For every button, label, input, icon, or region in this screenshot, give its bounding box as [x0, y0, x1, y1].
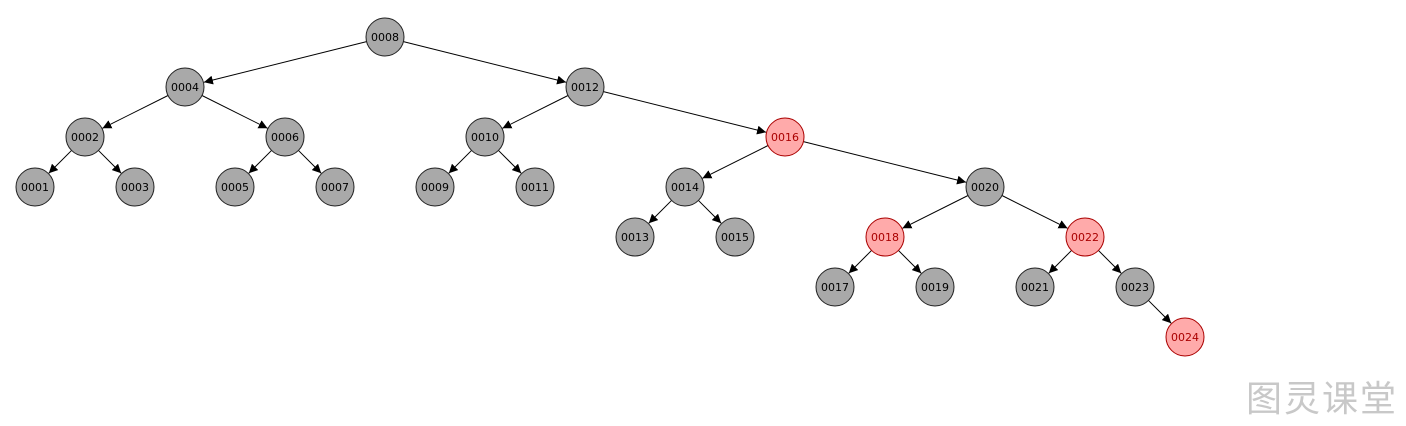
tree-node-0002: 0002 [65, 117, 105, 157]
node-circle-0008 [365, 17, 405, 57]
node-circle-0003 [115, 167, 155, 207]
tree-node-0016: 0016 [765, 117, 805, 157]
node-circle-0018 [865, 217, 905, 257]
node-circle-0015 [715, 217, 755, 257]
edge-0002-0003 [98, 150, 122, 174]
node-label-0013: 0013 [621, 231, 649, 244]
edge-0014-0013 [648, 200, 672, 224]
node-circle-0004 [165, 67, 205, 107]
tree-node-0019: 0019 [915, 267, 955, 307]
node-circle-0014 [665, 167, 705, 207]
tree-node-0014: 0014 [665, 167, 705, 207]
tree-node-0003: 0003 [115, 167, 155, 207]
node-circle-0013 [615, 217, 655, 257]
node-label-0006: 0006 [271, 131, 299, 144]
tree-node-0012: 0012 [565, 67, 605, 107]
node-circle-0023 [1115, 267, 1155, 307]
edge-0023-0024 [1148, 300, 1172, 324]
edge-0010-0011 [498, 150, 522, 174]
tree-node-0022: 0022 [1065, 217, 1105, 257]
node-label-0019: 0019 [921, 281, 949, 294]
edge-0020-0018 [902, 195, 969, 229]
tree-node-0004: 0004 [165, 67, 205, 107]
edge-0016-0014 [702, 145, 769, 179]
tree-node-0023: 0023 [1115, 267, 1155, 307]
edge-0004-0002 [102, 95, 169, 129]
node-circle-0017 [815, 267, 855, 307]
tree-node-0015: 0015 [715, 217, 755, 257]
node-label-0012: 0012 [571, 81, 599, 94]
node-circle-0002 [65, 117, 105, 157]
edge-0016-0020 [803, 141, 967, 185]
edge-0006-0007 [298, 150, 322, 174]
edge-0014-0015 [698, 200, 722, 224]
tree-node-0011: 0011 [515, 167, 555, 207]
tree-node-0008: 0008 [365, 17, 405, 57]
edge-0018-0019 [898, 250, 922, 274]
watermark-logo-text: 图灵课堂 [1245, 379, 1398, 420]
node-label-0015: 0015 [721, 231, 749, 244]
node-label-0022: 0022 [1071, 231, 1099, 244]
edge-0008-0012 [403, 41, 567, 85]
edge-0008-0004 [203, 41, 367, 85]
tree-node-0007: 0007 [315, 167, 355, 207]
node-label-0016: 0016 [771, 131, 799, 144]
node-label-0005: 0005 [221, 181, 249, 194]
tree-node-0021: 0021 [1015, 267, 1055, 307]
node-label-0001: 0001 [21, 181, 49, 194]
node-circle-0001 [15, 167, 55, 207]
edge-0018-0017 [848, 250, 872, 274]
node-circle-0022 [1065, 217, 1105, 257]
edge-0006-0005 [248, 150, 272, 174]
tree-edges [48, 41, 1172, 324]
tree-node-0017: 0017 [815, 267, 855, 307]
tree-node-0009: 0009 [415, 167, 455, 207]
node-label-0023: 0023 [1121, 281, 1149, 294]
node-label-0010: 0010 [471, 131, 499, 144]
node-circle-0019 [915, 267, 955, 307]
node-circle-0020 [965, 167, 1005, 207]
tree-node-0024: 0024 [1165, 317, 1205, 357]
tree-node-0020: 0020 [965, 167, 1005, 207]
edge-0012-0016 [603, 91, 767, 135]
edge-0012-0010 [502, 95, 569, 129]
tree-node-0006: 0006 [265, 117, 305, 157]
edge-0002-0001 [48, 150, 72, 174]
tree-node-0005: 0005 [215, 167, 255, 207]
tree-node-0001: 0001 [15, 167, 55, 207]
node-label-0021: 0021 [1021, 281, 1049, 294]
edge-0022-0021 [1048, 250, 1072, 274]
node-circle-0016 [765, 117, 805, 157]
node-label-0018: 0018 [871, 231, 899, 244]
node-circle-0009 [415, 167, 455, 207]
node-label-0007: 0007 [321, 181, 349, 194]
node-circle-0010 [465, 117, 505, 157]
node-label-0003: 0003 [121, 181, 149, 194]
node-label-0014: 0014 [671, 181, 699, 194]
node-label-0011: 0011 [521, 181, 549, 194]
node-circle-0011 [515, 167, 555, 207]
node-label-0024: 0024 [1171, 331, 1199, 344]
tree-node-0013: 0013 [615, 217, 655, 257]
node-label-0017: 0017 [821, 281, 849, 294]
tree-node-0018: 0018 [865, 217, 905, 257]
node-circle-0021 [1015, 267, 1055, 307]
node-label-0020: 0020 [971, 181, 999, 194]
node-circle-0012 [565, 67, 605, 107]
node-label-0009: 0009 [421, 181, 449, 194]
edge-0022-0023 [1098, 250, 1122, 274]
node-label-0004: 0004 [171, 81, 199, 94]
tree-nodes: 0008 0004 0012 0002 0006 0001 0003 0005 0007 0010… [15, 17, 1205, 357]
node-circle-0005 [215, 167, 255, 207]
tree-node-0010: 0010 [465, 117, 505, 157]
node-circle-0006 [265, 117, 305, 157]
edge-0004-0006 [201, 95, 268, 129]
node-circle-0024 [1165, 317, 1205, 357]
node-label-0008: 0008 [371, 31, 399, 44]
edge-0020-0022 [1001, 195, 1068, 229]
node-circle-0007 [315, 167, 355, 207]
edge-0010-0009 [448, 150, 472, 174]
node-label-0002: 0002 [71, 131, 99, 144]
